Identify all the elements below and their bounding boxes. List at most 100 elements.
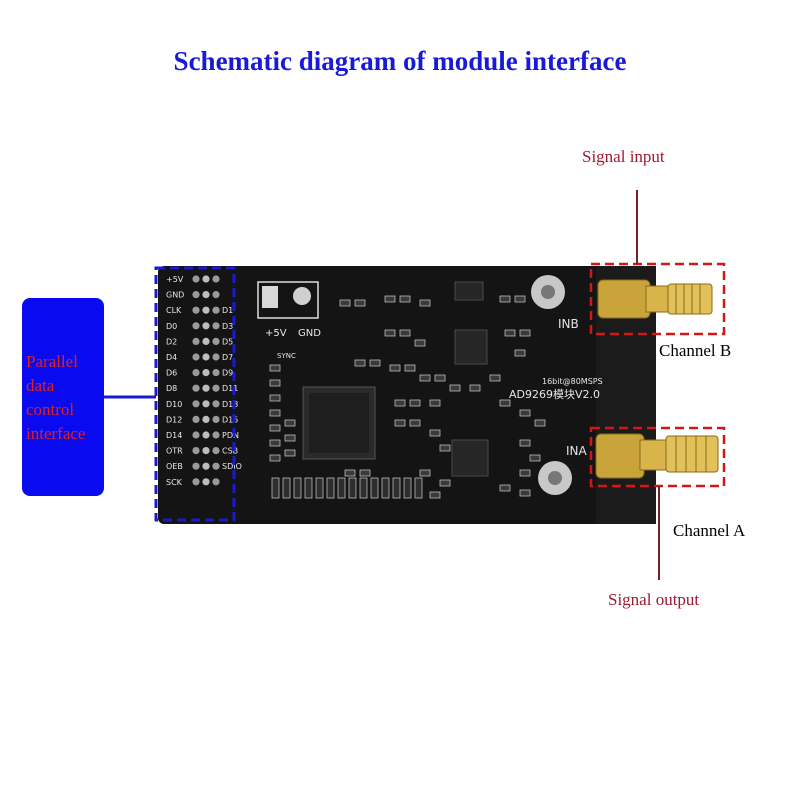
header-pin (202, 415, 210, 423)
header-pin (192, 337, 200, 345)
header-pin (192, 322, 200, 330)
header-pin (212, 337, 220, 345)
smd-part (514, 349, 526, 357)
smd-part (399, 295, 411, 303)
pin-label-right: D1 (222, 306, 233, 315)
smd-part (344, 469, 356, 477)
header-pin (202, 369, 210, 377)
smd-part (489, 374, 501, 382)
interface-line-2: data (26, 376, 55, 395)
channel-a-label: Channel A (673, 521, 746, 540)
pin-label-left: SCK (166, 478, 183, 487)
header-pin (212, 291, 220, 299)
smd-part (519, 409, 531, 417)
smd-part (534, 419, 546, 427)
bottom-pad (348, 477, 357, 499)
header-pin (192, 447, 200, 455)
smd-part (339, 299, 351, 307)
header-pin (192, 462, 200, 470)
pin-label-right: D11 (222, 384, 238, 393)
smd-part (434, 374, 446, 382)
silk-ina: INA (566, 444, 588, 458)
pin-label-left: D14 (166, 431, 182, 440)
interface-line-4: interface (26, 424, 86, 443)
header-pin (192, 291, 200, 299)
header-pin (202, 431, 210, 439)
smd-part (394, 419, 406, 427)
header-pin (202, 478, 210, 486)
sma-connector-a (595, 433, 719, 479)
smd-part (409, 399, 421, 407)
bottom-pad (326, 477, 335, 499)
page-title: Schematic diagram of module interface (173, 46, 627, 76)
smd-part (269, 394, 281, 402)
silk-inb: INB (558, 317, 579, 331)
pin-label-left: D6 (166, 369, 177, 378)
header-pin (192, 415, 200, 423)
header-pin (202, 400, 210, 408)
interface-line-1: Parallel (26, 352, 78, 371)
interface-line-3: control (26, 400, 75, 419)
pin-label-left: D4 (166, 353, 177, 362)
smd-part (269, 379, 281, 387)
smd-part (504, 329, 516, 337)
smd-part (284, 419, 296, 427)
smd-part (514, 295, 526, 303)
header-pin (192, 353, 200, 361)
smd-part (419, 374, 431, 382)
header-pin (202, 353, 210, 361)
pin-label-left: D2 (166, 337, 177, 346)
header-pin (202, 306, 210, 314)
pin-label-left: D10 (166, 400, 182, 409)
smd-part (519, 489, 531, 497)
pin-label-left: D8 (166, 384, 177, 393)
header-pin (192, 275, 200, 283)
header-pin (192, 306, 200, 314)
smd-part (519, 469, 531, 477)
sma-connector-b (597, 279, 713, 319)
smd-components (269, 295, 546, 499)
bottom-pad (370, 477, 379, 499)
silk-5v: +5V (265, 328, 287, 339)
silk-model: AD9269模块V2.0 (509, 388, 600, 401)
header-pin (202, 322, 210, 330)
bottom-pad (315, 477, 324, 499)
header-pin (212, 384, 220, 392)
smd-part (499, 295, 511, 303)
amp-chip-a (451, 439, 489, 477)
header-pin (192, 369, 200, 377)
bottom-pad (359, 477, 368, 499)
header-pin (202, 275, 210, 283)
bottom-pad (304, 477, 313, 499)
bottom-pad (337, 477, 346, 499)
header-pin (212, 275, 220, 283)
smd-part (404, 364, 416, 372)
smd-part (419, 299, 431, 307)
silk-gnd: GND (298, 328, 321, 339)
header-pin (202, 462, 210, 470)
header-pin (212, 306, 220, 314)
signal-input-label: Signal input (582, 147, 665, 166)
header-pin (212, 478, 220, 486)
smd-part (439, 444, 451, 452)
smd-part (354, 359, 366, 367)
pin-label-right: D7 (222, 353, 233, 362)
smd-part (429, 399, 441, 407)
smd-part (419, 469, 431, 477)
pin-label-right: PDN (222, 431, 239, 440)
bottom-pad (403, 477, 412, 499)
pin-label-left: D12 (166, 415, 182, 424)
silk-spec: 16bit@80MSPS (542, 377, 603, 386)
bottom-pad (392, 477, 401, 499)
header-pin (192, 431, 200, 439)
smd-part (369, 359, 381, 367)
pin-label-right: CSB (222, 447, 238, 456)
header-pin (212, 462, 220, 470)
bottom-pad (282, 477, 291, 499)
pin-label-left: CLK (166, 306, 182, 315)
signal-output-label: Signal output (608, 590, 700, 609)
smd-part (519, 329, 531, 337)
header-pin (212, 431, 220, 439)
pin-label-left: D0 (166, 322, 177, 331)
